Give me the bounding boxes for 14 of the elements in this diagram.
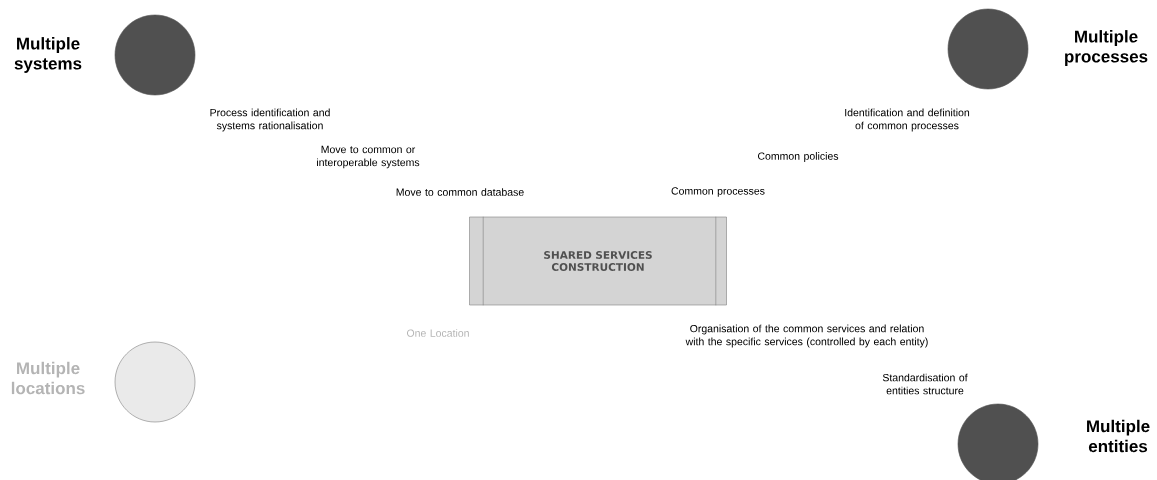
label-text: Common policies <box>758 152 839 162</box>
label-text: One Location <box>407 329 469 337</box>
label-text: Process identification and systems rationalisation <box>210 108 330 132</box>
label-text: Move to common database <box>396 188 524 196</box>
node-label: Multiple locations <box>11 361 85 395</box>
label-text: Move to common or interoperable systems <box>317 145 420 169</box>
label-text: Identification and definition of common processes <box>845 108 970 132</box>
node-label: Multiple processes <box>1065 30 1148 66</box>
node-label: Multiple entities <box>1087 419 1150 453</box>
label-text: Organisation of the common services and relation with the specific services (controlled by each entity) <box>685 324 928 348</box>
node-label: Multiple systems <box>14 37 82 73</box>
process-box: SHARED SERVICES CONSTRUCTION <box>469 216 727 306</box>
label-text: Common processes <box>671 187 765 197</box>
label-text: Standardisation of entities structure <box>882 373 968 395</box>
